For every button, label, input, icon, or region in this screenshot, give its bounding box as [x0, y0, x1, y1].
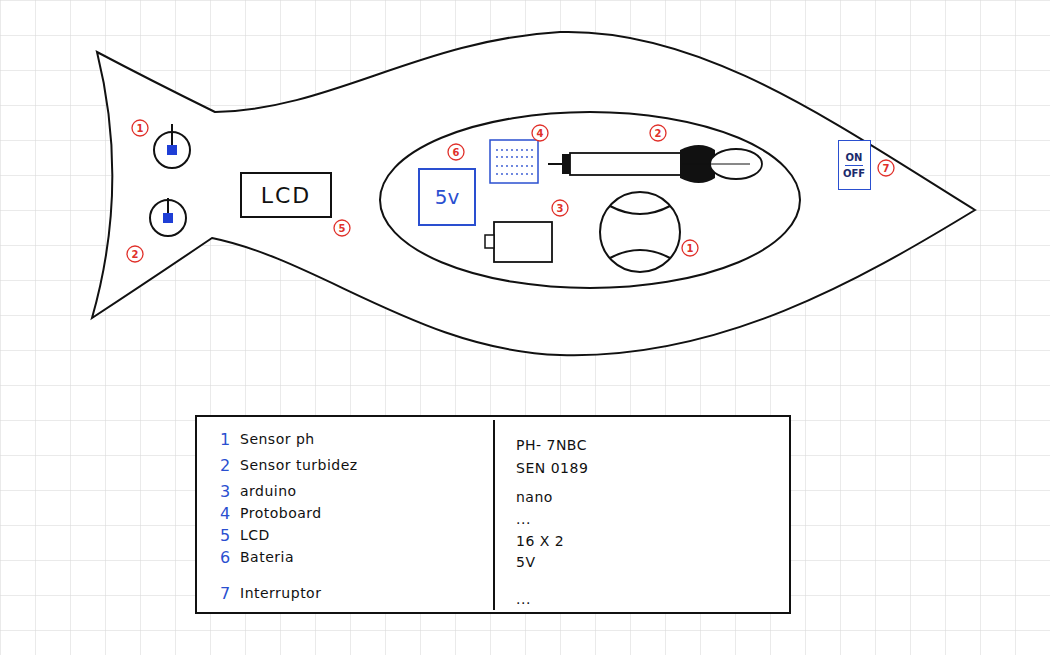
callout-number: 5 [339, 223, 346, 234]
table-cell: ... [516, 512, 531, 527]
table-number: 5 [220, 527, 230, 545]
callout-number: 1 [687, 243, 694, 254]
table-cell: Interruptor [240, 586, 321, 601]
callout-number: 2 [655, 128, 662, 139]
callout-number: 3 [557, 203, 564, 214]
table-cell: Sensor ph [240, 432, 315, 447]
table-cell: SEN 0189 [516, 461, 588, 476]
callout-number: 2 [132, 249, 139, 260]
node-text: ON [845, 150, 864, 166]
probe-symbol [548, 145, 762, 183]
ball-symbol [600, 192, 680, 272]
node-text: 5v [435, 185, 460, 209]
table-cell: 5V [516, 555, 535, 570]
table-number: 7 [220, 585, 230, 603]
table-number: 4 [220, 505, 230, 523]
switch-box: ONOFF [838, 140, 871, 190]
table-cell: LCD [240, 528, 270, 543]
arduino-symbol [494, 222, 552, 262]
table-number: 3 [220, 483, 230, 501]
table-cell: 16 X 2 [516, 534, 564, 549]
node-text: OFF [842, 166, 866, 181]
protoboard-symbol [490, 140, 538, 183]
table-number: 2 [220, 457, 230, 475]
table-cell: ... [516, 592, 531, 607]
table-cell: arduino [240, 484, 297, 499]
fish-outline [92, 32, 975, 355]
inner-compartment [380, 112, 800, 288]
table-cell: Protoboard [240, 506, 322, 521]
battery-box: 5v [418, 168, 476, 226]
lcd-box: LCD [240, 172, 332, 218]
callout-circle [127, 120, 894, 262]
callout-number: 6 [453, 147, 460, 158]
callout-number: 1 [137, 123, 144, 134]
parts-table [196, 416, 790, 613]
table-cell: Sensor turbidez [240, 458, 358, 473]
node-text: LCD [261, 183, 312, 208]
callout-number: 4 [537, 128, 544, 139]
table-number: 1 [220, 431, 230, 449]
callout-number: 7 [883, 163, 890, 174]
table-cell: PH- 7NBC [516, 438, 587, 453]
table-cell: nano [516, 490, 553, 505]
table-cell: Bateria [240, 550, 294, 565]
table-number: 6 [220, 549, 230, 567]
